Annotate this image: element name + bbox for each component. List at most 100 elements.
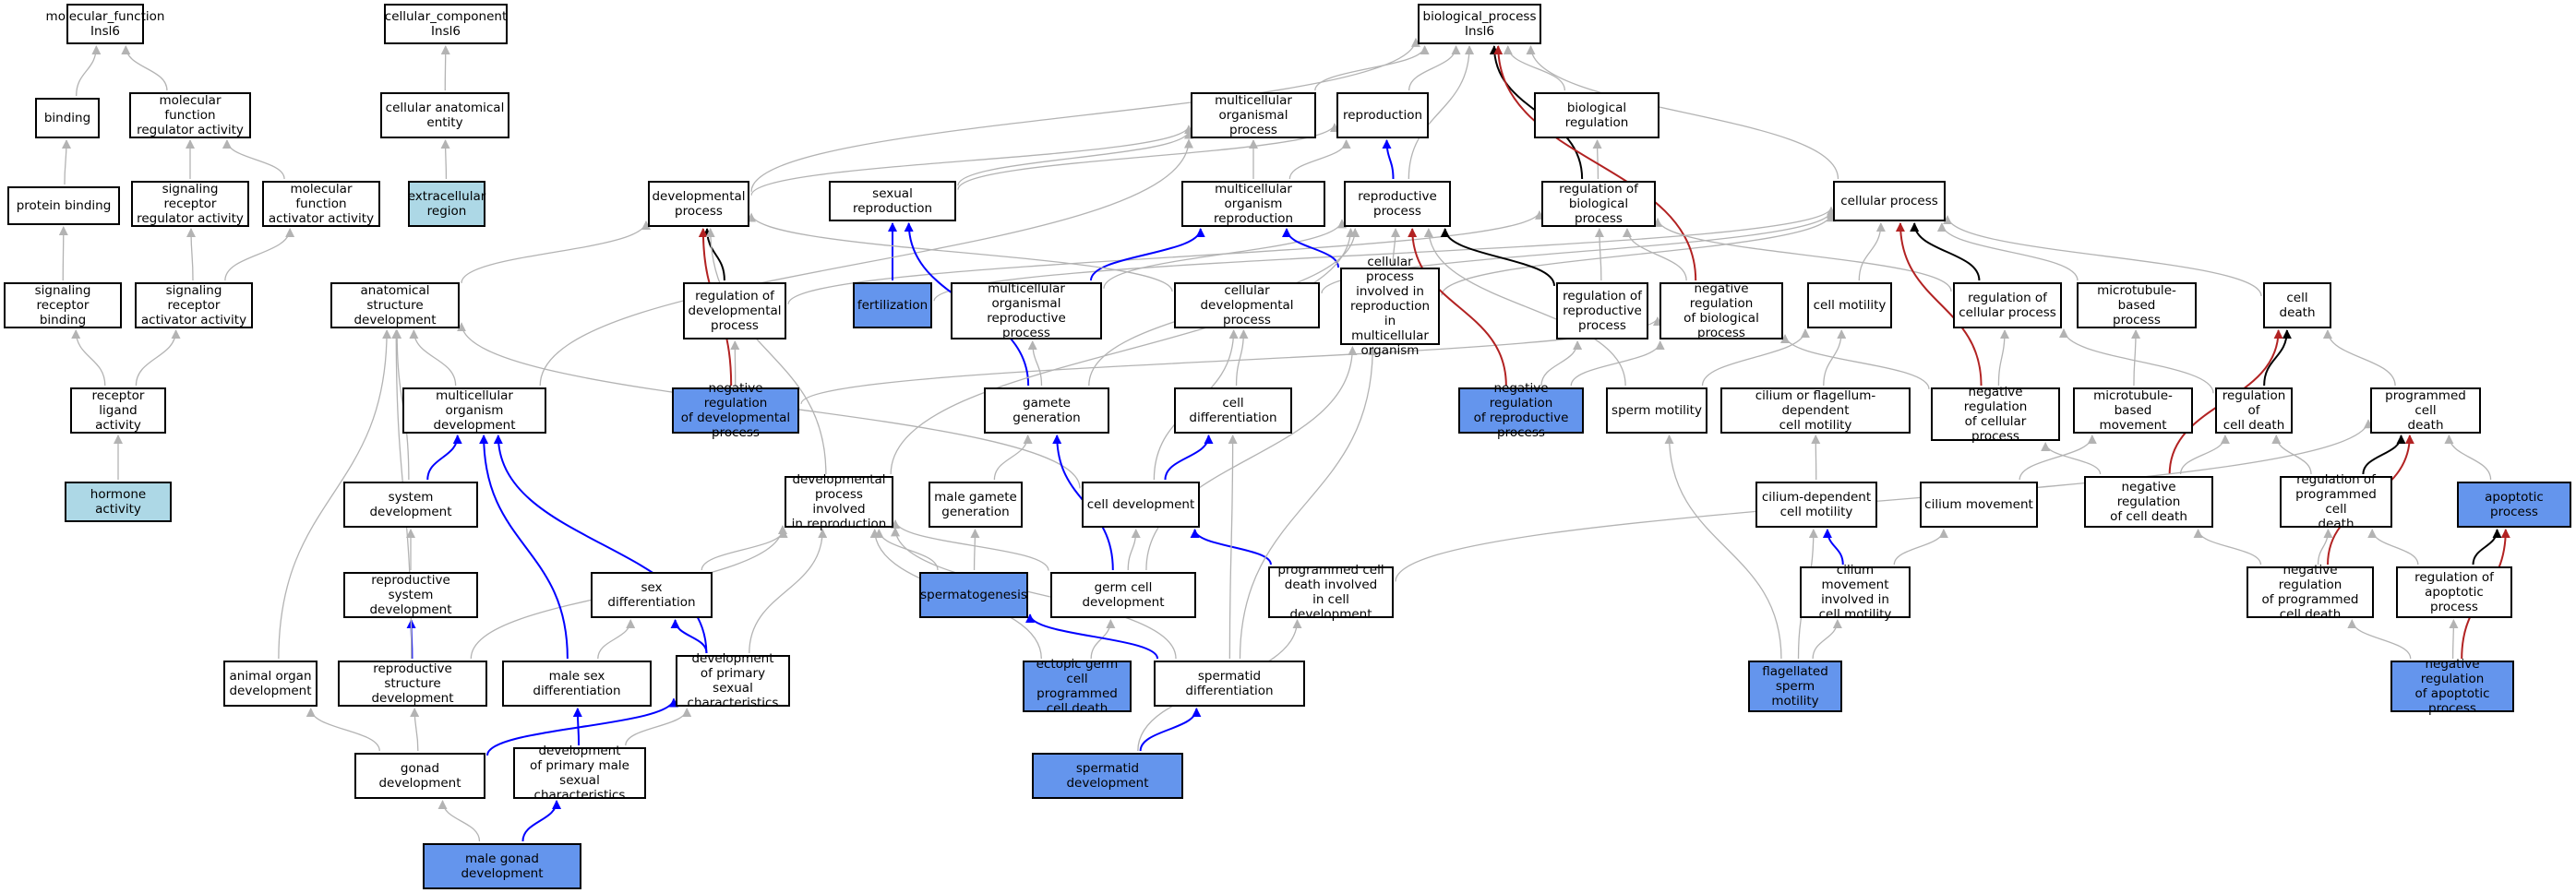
edge-aod-is_a-asd — [278, 329, 392, 660]
edge-morp-part_of-mor — [1089, 228, 1205, 281]
go-term-celldev[interactable]: cell development — [1082, 482, 1200, 528]
edge-dpmsc-is_a-dpsc — [625, 708, 692, 746]
go-term-flagsm[interactable]: flagellated sperm motility — [1748, 661, 1842, 712]
go-term-rsd[interactable]: reproductive structure development — [338, 661, 487, 707]
go-term-mgg[interactable]: male gamete generation — [929, 482, 1023, 528]
edge-celldevp-is_a-devproc — [747, 212, 1173, 292]
go-term-repro[interactable]: reproduction — [1336, 92, 1429, 138]
go-term-hormone[interactable]: hormone activity — [65, 482, 172, 522]
go-term-negregdev[interactable]: negative regulation of developmental pro… — [672, 381, 799, 440]
go-term-bp[interactable]: biological_process Insl6 — [1418, 4, 1541, 44]
go-term-mf[interactable]: molecular_function Insl6 — [46, 4, 164, 44]
go-term-regbp[interactable]: regulation of biological process — [1541, 181, 1656, 227]
edge-regapop-is_a-regpcd — [2367, 529, 2419, 566]
edge-gonaddev-is_a-rsd — [410, 708, 420, 752]
edge-gonaddev-part_of-dpsc — [486, 697, 678, 756]
go-term-celldiff[interactable]: cell differentiation — [1174, 387, 1292, 434]
go-term-repproc[interactable]: reproductive process — [1344, 181, 1451, 227]
go-term-regpcd[interactable]: regulation of programmed cell death — [2280, 472, 2392, 531]
go-term-sysdev[interactable]: system development — [343, 482, 478, 528]
go-term-gcd[interactable]: germ cell development — [1050, 572, 1196, 618]
go-term-celldevp[interactable]: cellular developmental process — [1174, 282, 1320, 328]
edge-celldiff-is_a-celldevp — [1235, 329, 1249, 387]
go-term-negregcd[interactable]: negative regulation of cell death — [2084, 476, 2213, 528]
go-term-asd[interactable]: anatomical structure development — [330, 282, 460, 328]
go-term-sptdev[interactable]: spermatid development — [1032, 753, 1183, 799]
go-term-gamgen[interactable]: gamete generation — [984, 387, 1109, 434]
edge-pcdicd-part_of-celldev — [1190, 529, 1272, 566]
go-term-cellproc[interactable]: cellular process — [1833, 181, 1946, 221]
go-term-negregpcd[interactable]: negative regulation of programmed cell d… — [2247, 563, 2374, 622]
go-term-celldeath[interactable]: cell death — [2263, 282, 2331, 328]
go-term-aod[interactable]: animal organ development — [223, 661, 318, 707]
go-term-mfact[interactable]: molecular function activator activity — [262, 181, 380, 227]
go-term-sigrecact[interactable]: signaling receptor activator activity — [135, 282, 253, 328]
edge-gcd-is_a-celldev — [1127, 529, 1141, 571]
go-term-cpirmo[interactable]: cellular process involved in reproductio… — [1340, 255, 1440, 358]
go-term-negregcp[interactable]: negative regulation of cellular process — [1931, 385, 2060, 444]
go-term-sptdiff[interactable]: spermatid differentiation — [1154, 661, 1305, 707]
edge-mtbm-is_a-mtbp — [2131, 329, 2141, 387]
go-term-cilmov[interactable]: cilium movement — [1920, 482, 2038, 528]
edge-gcd-is_a-cpirmo — [1145, 346, 1358, 571]
go-term-fert[interactable]: fertilization — [853, 282, 932, 328]
go-term-regcp[interactable]: regulation of cellular process — [1953, 282, 2062, 328]
go-term-mod[interactable]: multicellular organism development — [402, 387, 546, 434]
go-term-spermmot[interactable]: sperm motility — [1606, 387, 1707, 434]
go-term-pcdicd[interactable]: programmed cell death involved in cell d… — [1268, 563, 1394, 622]
go-term-mfreg[interactable]: molecular function regulator activity — [129, 92, 251, 138]
edge-mfact-is_a-mfreg — [222, 139, 285, 180]
go-term-cmicm[interactable]: cilium movement involved in cell motilit… — [1800, 563, 1911, 622]
go-term-repsysdev[interactable]: reproductive system development — [343, 572, 478, 618]
go-term-negregrep[interactable]: negative regulation of reproductive proc… — [1458, 381, 1584, 440]
go-term-cellmot[interactable]: cell motility — [1807, 282, 1892, 328]
go-term-mgd[interactable]: male gonad development — [423, 843, 581, 889]
go-term-regapop[interactable]: regulation of apoptotic process — [2396, 566, 2512, 618]
go-term-cc[interactable]: cellular_component Insl6 — [384, 4, 508, 44]
go-term-regcd[interactable]: regulation of cell death — [2215, 387, 2293, 434]
edge-gcd-is_a-dpir — [891, 519, 1049, 571]
go-term-cae[interactable]: cellular anatomical entity — [380, 92, 509, 138]
go-term-protbind[interactable]: protein binding — [7, 186, 120, 225]
go-term-devproc[interactable]: developmental process — [648, 181, 749, 227]
edge-negregrep-is_a-regrep — [1540, 340, 1583, 387]
go-term-cdcm[interactable]: cilium-dependent cell motility — [1755, 482, 1877, 528]
edge-dpir-is_a-devproc — [705, 228, 827, 475]
go-term-dpir[interactable]: developmental process involved in reprod… — [785, 472, 893, 531]
go-term-egcpcd[interactable]: ectopic germ cell programmed cell death — [1023, 657, 1132, 716]
go-term-pcd[interactable]: programmed cell death — [2370, 387, 2481, 434]
go-term-sigrecbind[interactable]: signaling receptor binding — [4, 282, 122, 328]
go-term-apop[interactable]: apoptotic process — [2457, 482, 2571, 528]
go-term-morp[interactable]: multicellular organismal reproductive pr… — [951, 281, 1102, 340]
edge-regpcd-regulates-pcd — [2362, 435, 2406, 475]
go-term-sigrecreg[interactable]: signaling receptor regulator activity — [131, 181, 249, 227]
go-term-negregapop[interactable]: negative regulation of apoptotic process — [2390, 657, 2514, 716]
go-term-bioreg[interactable]: biological regulation — [1534, 92, 1659, 138]
go-term-gonaddev[interactable]: gonad development — [354, 753, 485, 799]
edge-negregapop-is_a-regapop — [2449, 619, 2459, 660]
edge-sysdev-part_of-mod — [426, 435, 462, 481]
go-term-rla[interactable]: receptor ligand activity — [70, 387, 166, 434]
go-term-mop[interactable]: multicellular organismal process — [1191, 92, 1316, 138]
edge-pcdicd-is_a-pcd — [1395, 419, 2373, 582]
edge-dpmsc-part_of-msd — [572, 708, 582, 746]
go-term-dpsc[interactable]: development of primary sexual characteri… — [676, 651, 790, 710]
edge-mgd-part_of-dpmsc — [521, 800, 562, 842]
go-term-regrep[interactable]: regulation of reproductive process — [1556, 282, 1648, 339]
go-term-mtbp[interactable]: microtubule-based process — [2077, 282, 2197, 328]
edge-mop-is_a-bp — [1314, 45, 1430, 91]
edge-regcd-regulates-celldeath — [2263, 329, 2292, 387]
go-term-sexrep[interactable]: sexual reproduction — [829, 181, 956, 221]
go-term-cofcm[interactable]: cilium or flagellum-dependent cell motil… — [1720, 387, 1911, 434]
go-term-binding[interactable]: binding — [35, 98, 100, 138]
go-term-spermatogenesis[interactable]: spermatogenesis — [919, 572, 1028, 618]
go-term-negregbp[interactable]: negative regulation of biological proces… — [1659, 281, 1783, 340]
go-term-mor[interactable]: multicellular organism reproduction — [1181, 181, 1325, 227]
go-term-dpmsc[interactable]: development of primary male sexual chara… — [513, 744, 646, 803]
edge-negregcd-is_a-negregcp — [2041, 442, 2102, 475]
go-term-sexdiff[interactable]: sex differentiation — [591, 572, 713, 618]
go-term-msd[interactable]: male sex differentiation — [502, 661, 652, 707]
go-term-ecr[interactable]: extracellular region — [408, 181, 485, 227]
go-term-mtbm[interactable]: microtubule-based movement — [2073, 387, 2193, 434]
go-term-regdev[interactable]: regulation of developmental process — [683, 282, 786, 339]
